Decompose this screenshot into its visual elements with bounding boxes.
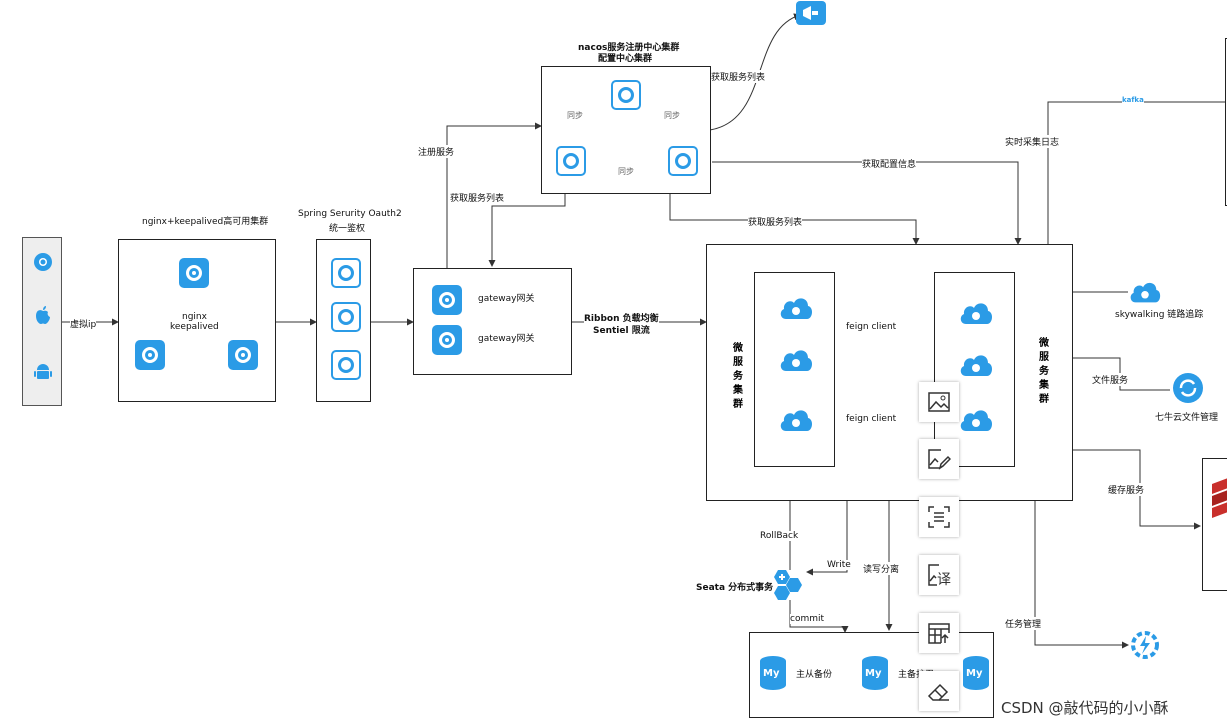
skywalking-label: skywalking 链路追踪	[1115, 310, 1204, 320]
clients-panel	[22, 237, 62, 406]
edge-task-mgmt	[1034, 500, 1129, 649]
image-edit-tool-button[interactable]	[919, 439, 959, 479]
translate-glyph: 译	[937, 572, 951, 587]
oauth-cloud-icon-1	[331, 258, 361, 288]
qiniu-label: 七牛云文件管理	[1155, 413, 1219, 423]
nacos-node-top	[611, 80, 641, 110]
mysql-db-icon: My	[760, 656, 786, 690]
nacos-title-2: 配置中心集群	[598, 54, 653, 64]
cloud-gear-icon	[960, 410, 993, 431]
edge-label-fetch-config: 获取配置信息	[862, 157, 917, 170]
edge-label-realtime-log: 实时采集日志	[1005, 135, 1060, 148]
microservice-right-label: 微服务集群	[1039, 338, 1049, 405]
nginx-center-label-2: keepalived	[170, 322, 219, 332]
megaphone-icon	[796, 1, 826, 25]
mysql-db-icon: My	[963, 656, 989, 690]
edge-label-fetch-micro: 获取服务列表	[748, 215, 803, 228]
edge-label-ribbon-1: Ribbon 负载均衡	[584, 311, 659, 324]
microservice-left-label: 微服务集群	[733, 343, 743, 410]
nacos-sync-label-3: 同步	[618, 167, 634, 176]
nginx-center-label-1: nginx	[182, 312, 207, 322]
redis-icon	[1212, 478, 1227, 518]
nacos-sync-label-2: 同步	[664, 111, 680, 120]
edge-label-fetch-gateway: 获取服务列表	[450, 191, 505, 204]
nginx-cluster-title: nginx+keepalived高可用集群	[142, 217, 269, 227]
table-export-icon	[928, 623, 950, 644]
edge-write	[806, 500, 848, 576]
apple-icon	[36, 306, 50, 324]
edge-fetch-gateway	[488, 194, 566, 267]
edge-label-fetch-nacos: 获取服务列表	[711, 70, 766, 83]
translate-icon: 译	[928, 564, 951, 587]
gateway-label-1: gateway网关	[478, 294, 535, 304]
edge-label-ribbon-2: Sentiel 限流	[593, 323, 650, 336]
mysql-logo: My	[865, 668, 882, 679]
text-extract-icon	[928, 506, 950, 528]
nginx-node-top	[179, 258, 209, 288]
edge-label-master-slave: 主从备份	[796, 667, 833, 680]
edge-label-task-mgmt: 任务管理	[1005, 617, 1042, 630]
cloud-gear-icon	[960, 303, 993, 324]
edge-label-write: Write	[827, 560, 851, 570]
eraser-tool-button[interactable]	[919, 671, 959, 711]
edge-label-feign-2: feign client	[846, 414, 897, 424]
android-icon	[34, 364, 52, 379]
nacos-sync-label-1: 同步	[567, 111, 583, 120]
oauth-title-2: 统一鉴权	[329, 224, 366, 234]
translate-tool-button[interactable]: 译	[919, 555, 959, 595]
oauth-title-1: Spring Serurity Oauth2	[298, 209, 402, 219]
nacos-node-left	[556, 146, 586, 176]
kafka-logo: kafka	[1122, 96, 1144, 104]
eraser-icon	[927, 683, 949, 701]
image-edit-icon	[928, 449, 951, 470]
text-extract-tool-button[interactable]	[919, 497, 959, 537]
mysql-db-icon: My	[862, 656, 888, 690]
nacos-title-1: nacos服务注册中心集群	[578, 43, 680, 53]
gateway-gear-icon-1	[432, 285, 462, 315]
qiniu-storage-icon	[1173, 373, 1203, 403]
cloud-gear-icon	[780, 298, 813, 319]
chrome-icon	[34, 253, 52, 271]
image-icon	[928, 392, 950, 412]
edge-label-feign-1: feign client	[846, 322, 897, 332]
gateway-label-2: gateway网关	[478, 334, 535, 344]
table-export-tool-button[interactable]	[919, 613, 959, 653]
edge-fetch-config	[712, 161, 1022, 245]
edge-label-rw-split: 读写分离	[863, 562, 900, 575]
edge-realtime-log	[1047, 101, 1226, 244]
edge-label-cache-service: 缓存服务	[1108, 483, 1145, 496]
edge-label-virtual-ip: 虚拟ip	[70, 317, 97, 330]
mysql-logo: My	[966, 668, 983, 679]
edge-register	[446, 122, 542, 268]
cloud-gear-icon	[960, 355, 993, 376]
task-scheduler-icon	[1131, 631, 1159, 659]
edge-label-rollback: RollBack	[760, 531, 799, 541]
seata-hexagon-icon	[774, 570, 802, 600]
cloud-gear-icon	[780, 410, 813, 431]
edge-label-file-service: 文件服务	[1092, 373, 1129, 386]
oauth-cloud-icon-2	[331, 302, 361, 332]
nginx-node-right	[228, 340, 258, 370]
nginx-node-left	[135, 340, 165, 370]
skywalking-icon	[1130, 282, 1161, 303]
csdn-watermark: CSDN @敲代码的小小酥	[1001, 699, 1169, 717]
right-panel-edge	[1225, 38, 1227, 206]
gateway-gear-icon-2	[432, 325, 462, 355]
edge-label-commit: commit	[790, 614, 825, 624]
edge-commit	[789, 600, 849, 633]
seata-label: Seata 分布式事务	[696, 583, 774, 593]
oauth-cloud-icon-3	[331, 350, 361, 380]
nacos-node-right	[668, 146, 698, 176]
mysql-logo: My	[763, 668, 780, 679]
edge-label-register: 注册服务	[418, 145, 455, 158]
cloud-gear-icon	[780, 350, 813, 371]
image-tool-button[interactable]	[919, 382, 959, 422]
